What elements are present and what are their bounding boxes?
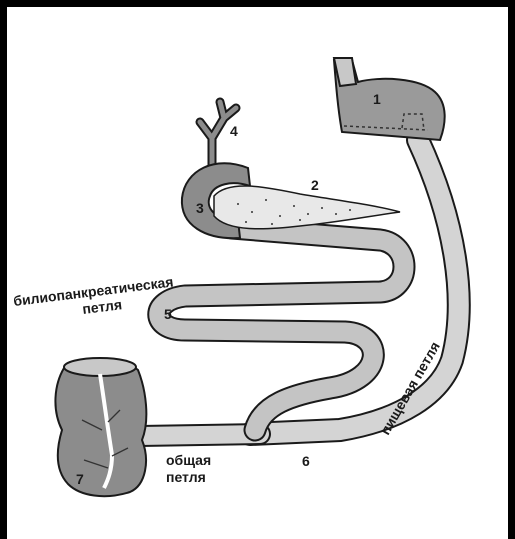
pancreas [214, 186, 400, 229]
colon-opening [64, 358, 136, 376]
label-5: 5 [164, 306, 172, 322]
common-loop-label-line2: петля [166, 469, 206, 485]
label-6: 6 [302, 453, 310, 469]
label-1: 1 [373, 91, 381, 107]
label-2: 2 [311, 177, 319, 193]
label-3: 3 [196, 200, 204, 216]
label-4: 4 [230, 123, 238, 139]
biliopancreatic-label-line2: петля [81, 296, 122, 317]
label-7: 7 [76, 471, 84, 487]
common-loop-label-line1: общая [166, 452, 211, 468]
